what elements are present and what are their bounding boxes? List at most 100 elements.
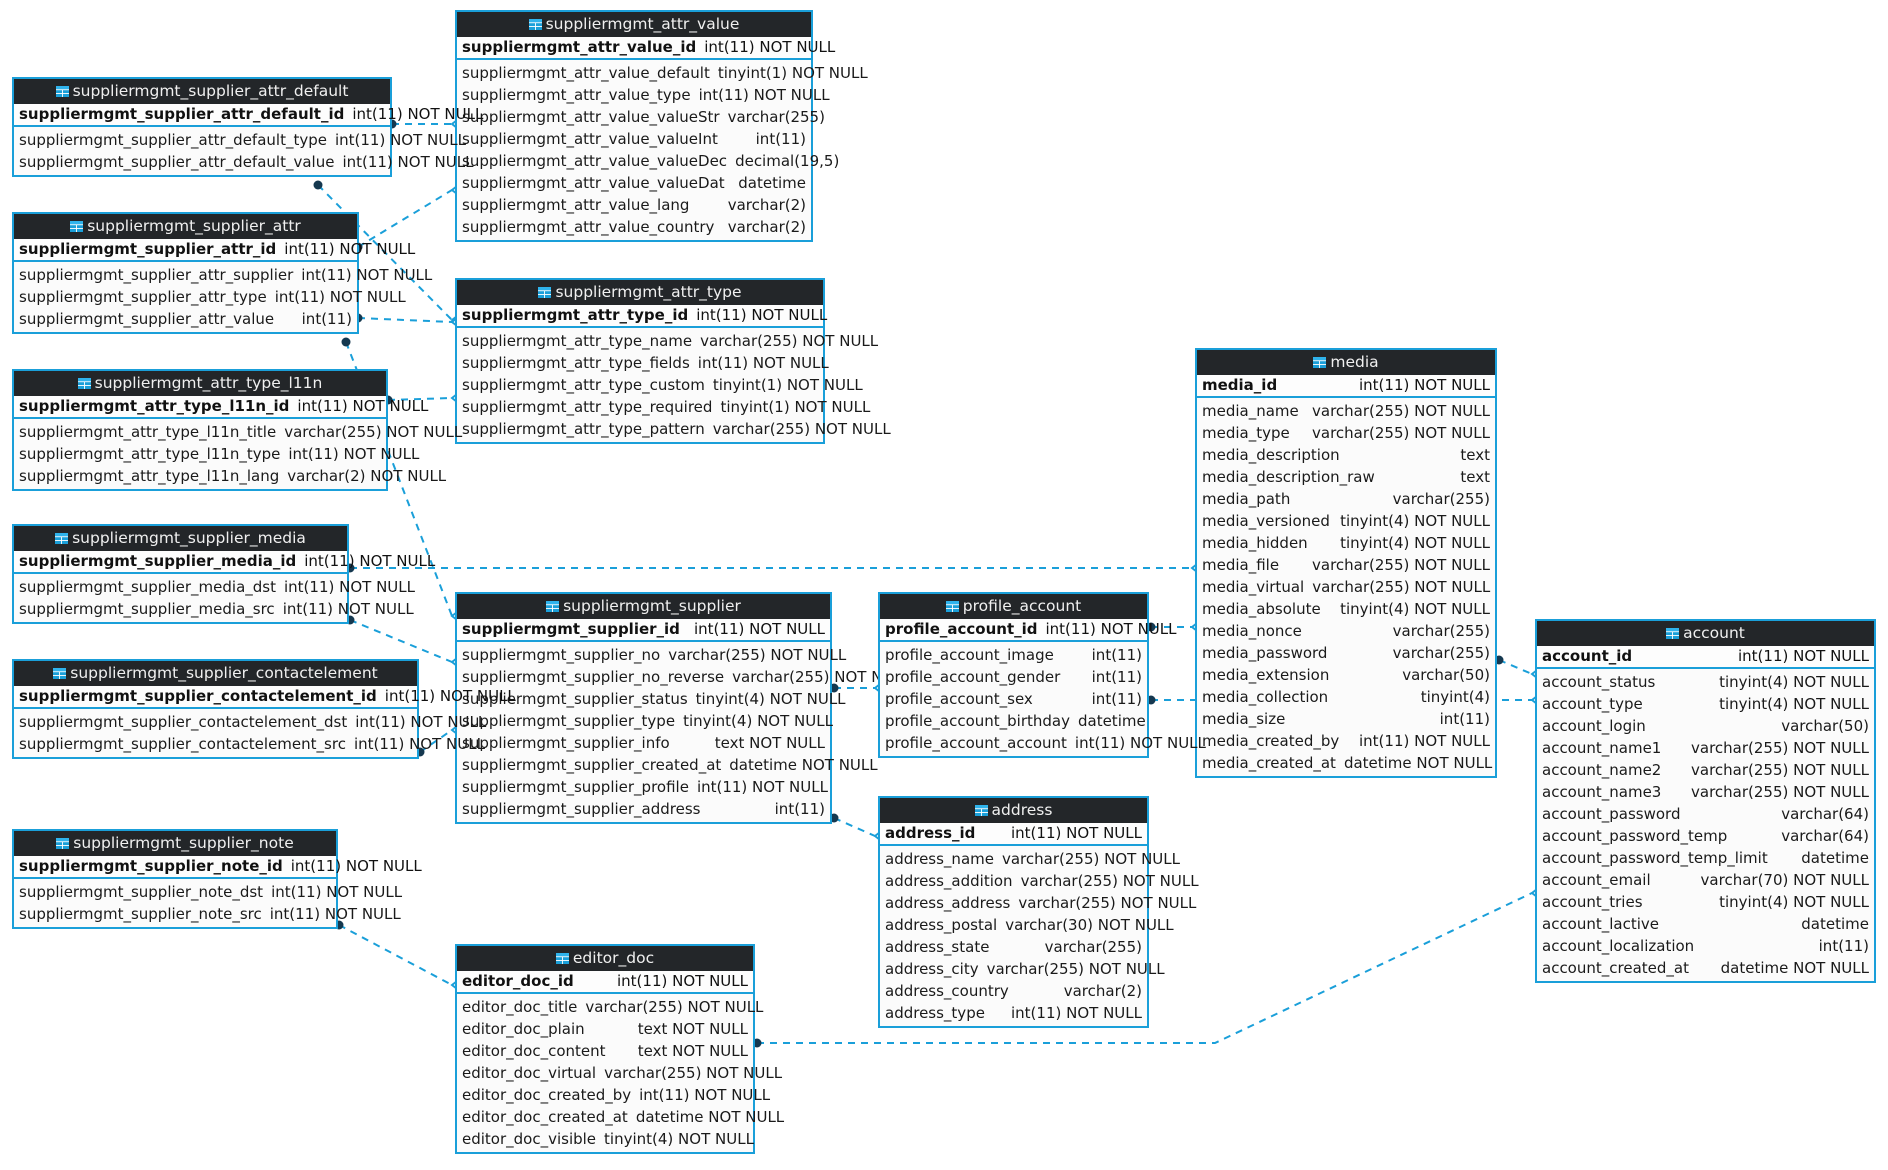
column-row[interactable]: suppliermgmt_supplier_contactelement_dst… [14, 711, 486, 733]
column-row[interactable]: suppliermgmt_supplier_contactelement_src… [14, 733, 485, 755]
